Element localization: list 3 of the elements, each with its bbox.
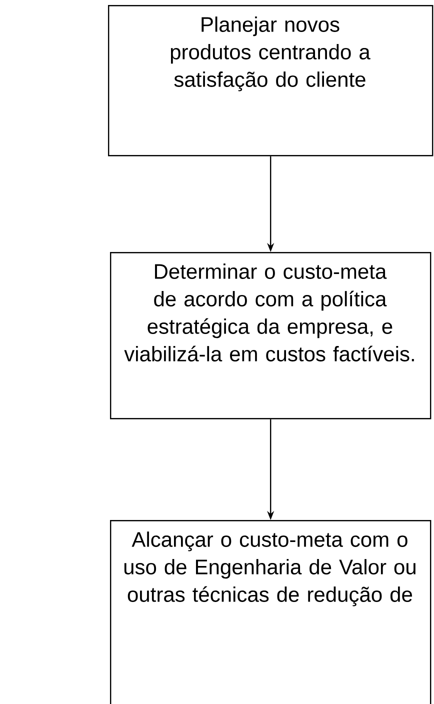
- process-box: Planejar novos produtos centrando a satisfação do cliente: [108, 5, 434, 156]
- process-box: Alcançar o custo-meta com o uso de Engenharia de Valor ou outras técnicas de redução de: [110, 520, 432, 704]
- process-box: Determinar o custo-meta de acordo com a política estratégica da empresa, e viabilizá-la em custos factíveis.: [110, 252, 432, 420]
